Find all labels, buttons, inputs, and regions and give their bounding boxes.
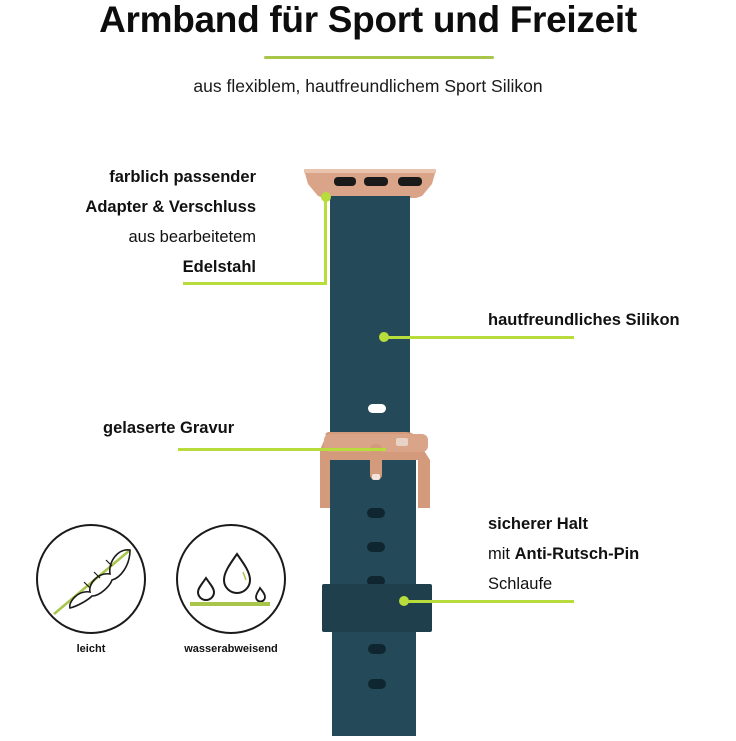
loop-line3: Schlaufe xyxy=(488,575,553,593)
adapter-line2: Adapter & Verschluss xyxy=(85,198,256,216)
watch-band-graphic xyxy=(304,169,436,736)
feature-water-repellent: wasserabweisend xyxy=(174,522,288,655)
watch-band-illustration xyxy=(300,160,440,736)
adapter-line1: farblich passender xyxy=(109,168,256,186)
callout-silicone-line xyxy=(384,336,574,339)
title-divider xyxy=(264,56,494,59)
callout-engraving: gelaserte Gravur xyxy=(103,419,235,437)
feature-light: leicht xyxy=(34,522,148,655)
feature-light-label: leicht xyxy=(76,643,106,655)
callout-adapter-line xyxy=(183,282,327,285)
loop-line2: mit Anti-Rutsch-Pin xyxy=(488,545,640,563)
callout-silicone-dot xyxy=(379,332,389,342)
feather-icon xyxy=(36,524,146,634)
adapter-line4: Edelstahl xyxy=(182,258,256,276)
callout-loop-dot xyxy=(399,596,409,606)
callout-adapter-dot xyxy=(321,192,331,202)
callout-adapter: farblich passender Adapter & Verschluss … xyxy=(40,162,256,282)
water-drops-icon xyxy=(176,524,286,634)
adapter-line3: aus bearbeitetem xyxy=(128,228,257,246)
loop-line1: sicherer Halt xyxy=(488,515,588,533)
callout-loop-line xyxy=(404,600,574,603)
subtitle: aus flexiblem, hautfreundlichem Sport Si… xyxy=(193,76,543,96)
callout-loop: sicherer Halt mit Anti-Rutsch-Pin Schlau… xyxy=(488,509,639,599)
callout-adapter-line-vertical xyxy=(324,196,327,284)
callout-engraving-line xyxy=(178,448,386,451)
page-title: Armband für Sport und Freizeit xyxy=(99,0,637,40)
callout-silicone: hautfreundliches Silikon xyxy=(488,311,680,329)
feature-water-repellent-label: wasserabweisend xyxy=(184,643,278,655)
